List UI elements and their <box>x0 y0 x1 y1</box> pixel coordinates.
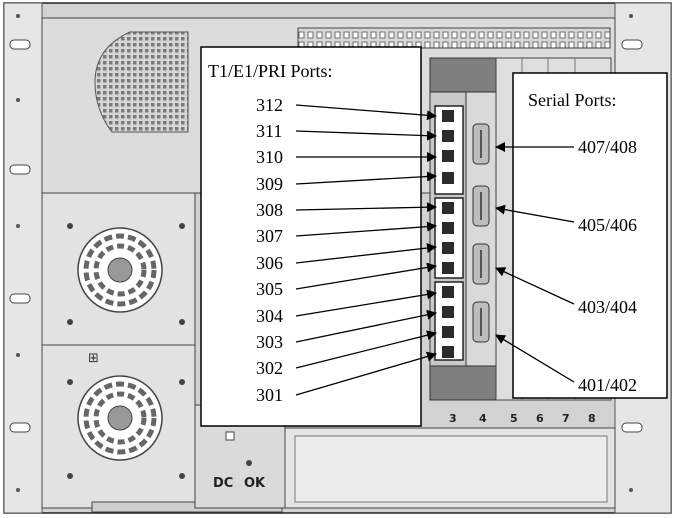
power-led <box>226 432 234 440</box>
t1-port-308: 308 <box>256 200 283 220</box>
top-vent-strip <box>298 28 610 48</box>
t1-callout-title: T1/E1/PRI Ports: <box>208 61 333 81</box>
serial-port-403-404: 403/404 <box>578 297 637 317</box>
power-label-ok: OK <box>244 476 266 491</box>
t1-port-307: 307 <box>256 226 283 246</box>
t1-port-309: 309 <box>256 174 283 194</box>
upper-fan <box>78 228 162 312</box>
t1-card-ejector-bottom <box>430 366 496 400</box>
t1-callout-box <box>201 47 421 426</box>
t1-port-304: 304 <box>256 306 283 326</box>
t1-port-302: 302 <box>256 358 283 378</box>
serial-port-401-402: 401/402 <box>578 375 637 395</box>
power-indicator <box>246 460 252 466</box>
grill-area <box>95 32 188 132</box>
t1-port-311: 311 <box>256 121 282 141</box>
t1-port-303: 303 <box>256 332 283 352</box>
power-label-dc: DC <box>213 476 233 491</box>
t1-port-310: 310 <box>256 147 283 167</box>
t1-card-ejector-top <box>430 58 496 92</box>
empty-bay-inner <box>295 436 607 502</box>
slot-number-7: 7 <box>562 412 570 425</box>
t1-port-312: 312 <box>256 95 283 115</box>
serial-callout-box <box>513 73 667 398</box>
serial-port-405-406: 405/406 <box>578 215 637 235</box>
slot-number-3: 3 <box>449 412 457 425</box>
left-rack-rail <box>4 3 42 513</box>
ground-symbol: ⊞ <box>88 351 99 366</box>
serial-port-407-408: 407/408 <box>578 137 637 157</box>
t1-port-305: 305 <box>256 279 283 299</box>
slot-number-6: 6 <box>536 412 544 425</box>
serial-callout-title: Serial Ports: <box>528 90 617 110</box>
t1-port-306: 306 <box>256 253 283 273</box>
slot-number-4: 4 <box>479 412 487 425</box>
slot-number-8: 8 <box>588 412 596 425</box>
lower-fan <box>78 376 162 460</box>
slot-number-5: 5 <box>510 412 518 425</box>
t1-port-301: 301 <box>256 385 283 405</box>
